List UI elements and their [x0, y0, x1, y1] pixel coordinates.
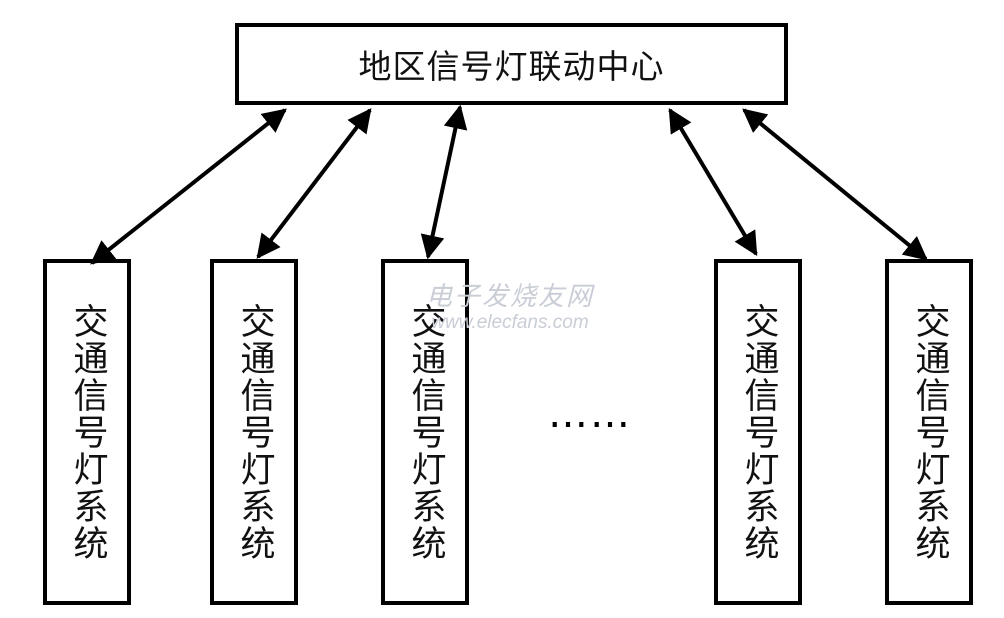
system-node-label: 交通信号灯系统: [909, 302, 950, 562]
center-node: 地区信号灯联动中心: [235, 23, 788, 105]
system-node-3: 交通信号灯系统: [381, 259, 469, 605]
system-node-1: 交通信号灯系统: [43, 259, 131, 605]
system-node-label: 交通信号灯系统: [234, 302, 275, 562]
system-node-label: 交通信号灯系统: [738, 302, 779, 562]
ellipsis: ……: [548, 391, 632, 437]
bidirectional-arrow-2: [256, 108, 372, 259]
bidirectional-arrow-3: [420, 104, 468, 260]
bidirectional-arrow-1: [90, 108, 287, 265]
bidirectional-arrow-5: [742, 108, 928, 261]
system-node-label: 交通信号灯系统: [405, 302, 446, 562]
system-node-label: 交通信号灯系统: [67, 302, 108, 562]
system-node-4: 交通信号灯系统: [714, 259, 802, 605]
system-node-5: 交通信号灯系统: [885, 259, 973, 605]
system-node-2: 交通信号灯系统: [210, 259, 298, 605]
center-node-label: 地区信号灯联动中心: [358, 47, 665, 86]
bidirectional-arrow-4: [668, 107, 758, 257]
